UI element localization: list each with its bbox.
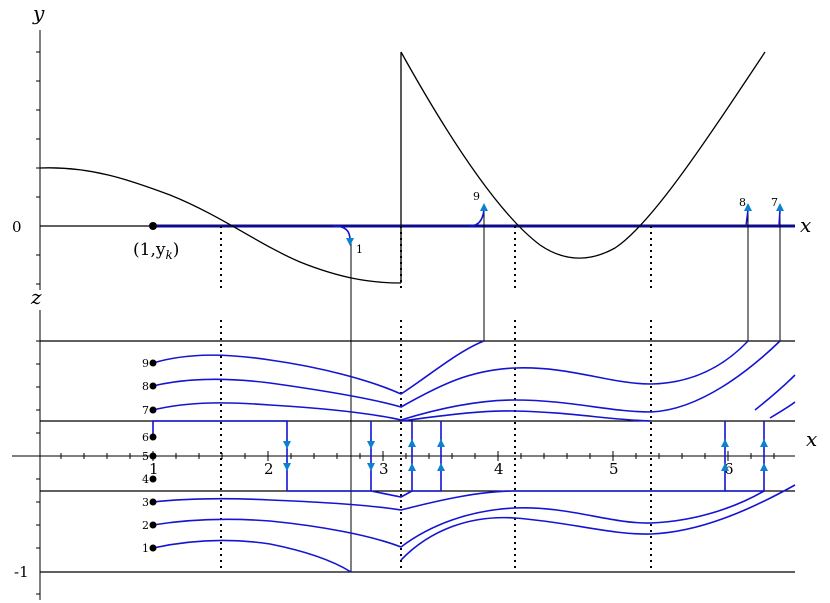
trajectory-1b — [400, 484, 796, 561]
exit-label-7: 7 — [771, 196, 778, 209]
trajectory-8 — [152, 340, 749, 408]
trajectory-9 — [152, 340, 485, 395]
start-dot-4 — [149, 475, 157, 483]
start-label-6: 6 — [142, 431, 149, 444]
x-tick-5: 5 — [609, 460, 619, 478]
start-dot-8 — [149, 382, 157, 390]
start-dot-7 — [149, 406, 157, 414]
top-curve-right — [400, 51, 766, 259]
start-label-2: 2 — [142, 519, 149, 532]
exit-arcs: 1 9 8 7 — [332, 190, 784, 256]
start-labels: 9 8 7 6 5 4 3 2 1 — [142, 357, 149, 555]
start-label-3: 3 — [142, 496, 149, 509]
trajectory-edge-b — [769, 401, 796, 419]
start-point-label: (1,yk) — [133, 240, 179, 262]
bottom-x-axis-label: x — [806, 427, 817, 451]
vertical-guides — [220, 226, 652, 572]
trajectories — [152, 340, 796, 573]
trajectory-7 — [152, 340, 781, 421]
start-label-4: 4 — [142, 473, 149, 486]
start-dot-3 — [149, 498, 157, 506]
trajectory-2 — [152, 490, 765, 548]
top-plot: y 0 x (1,yk) — [12, 1, 811, 290]
trajectory-edge-c — [400, 410, 652, 422]
start-dots — [149, 359, 157, 552]
start-label-9: 9 — [142, 357, 149, 370]
start-dot-6 — [149, 433, 157, 441]
start-label-5: 5 — [142, 450, 149, 463]
x-tick-4: 4 — [494, 460, 504, 478]
start-dot-1 — [149, 544, 157, 552]
start-label-1: 1 — [142, 542, 149, 555]
start-point — [149, 222, 157, 230]
trajectory-1 — [152, 539, 352, 573]
start-dot-9 — [149, 359, 157, 367]
top-curve-left — [39, 167, 402, 284]
bottom-neg-one-label: -1 — [14, 563, 29, 581]
exit-label-8: 8 — [739, 196, 746, 209]
bottom-x-minor-ticks — [60, 453, 775, 459]
bottom-z-axis-ticks — [36, 340, 40, 595]
trajectory-edge-a — [754, 374, 796, 411]
top-y-axis-label: y — [32, 1, 45, 25]
top-zero-label: 0 — [12, 218, 22, 236]
top-x-axis-label: x — [800, 213, 811, 237]
bottom-plot: z -1 x 1 2 — [12, 285, 817, 600]
bottom-x-major-ticks — [152, 451, 729, 461]
top-y-axis-ticks — [36, 51, 40, 285]
exit-label-9: 9 — [473, 190, 480, 203]
trajectory-arrows — [283, 439, 768, 471]
trajectory-3 — [152, 490, 651, 511]
x-tick-2: 2 — [264, 460, 274, 478]
start-label-7: 7 — [142, 404, 149, 417]
start-dot-2 — [149, 521, 157, 529]
start-label-8: 8 — [142, 380, 149, 393]
trajectory-4 — [287, 421, 413, 498]
connector-lines — [350, 210, 781, 572]
x-tick-1: 1 — [149, 460, 159, 478]
bottom-z-axis-label: z — [30, 285, 42, 309]
exit-label-1: 1 — [356, 243, 363, 256]
trajectory-6 — [152, 420, 288, 491]
start-dot-5 — [149, 452, 157, 460]
x-tick-3: 3 — [379, 460, 389, 478]
x-tick-6: 6 — [724, 460, 734, 478]
